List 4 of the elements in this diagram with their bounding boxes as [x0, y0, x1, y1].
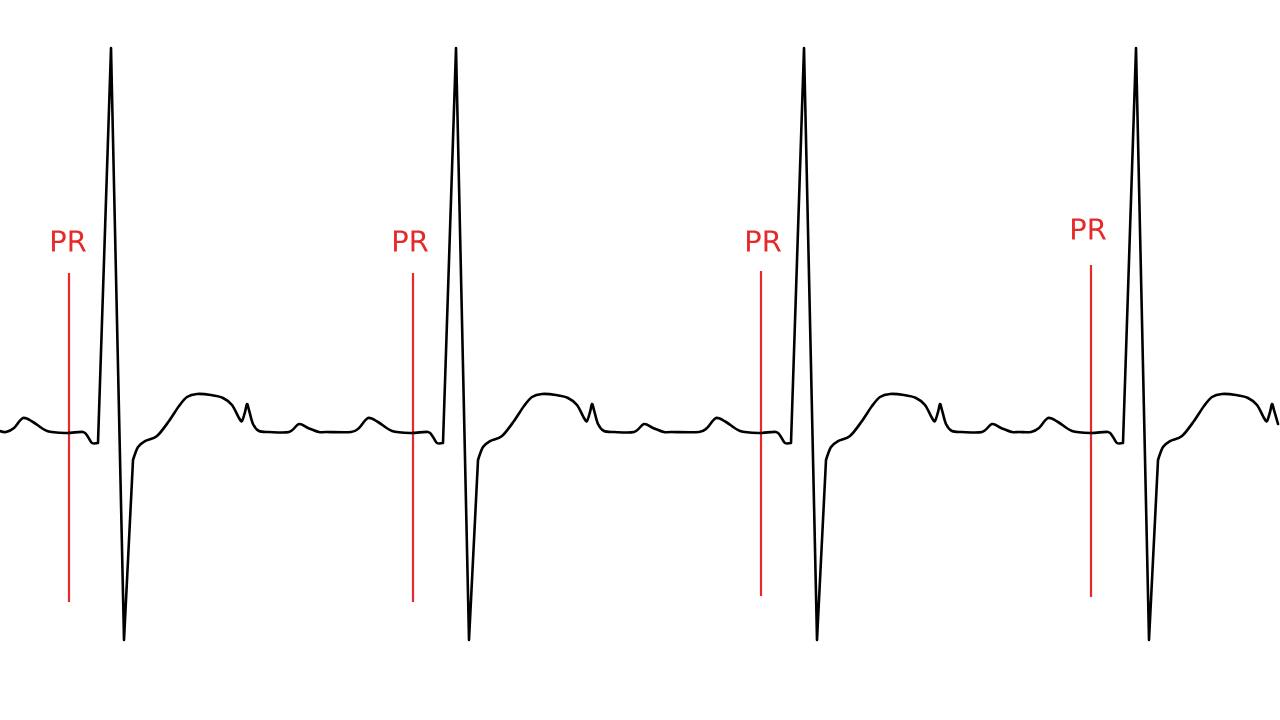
interval-label: PR [52, 230, 86, 252]
interval-label: PR [394, 230, 428, 252]
interval-label: PR [1072, 218, 1106, 240]
interval-label: PR [747, 230, 781, 252]
